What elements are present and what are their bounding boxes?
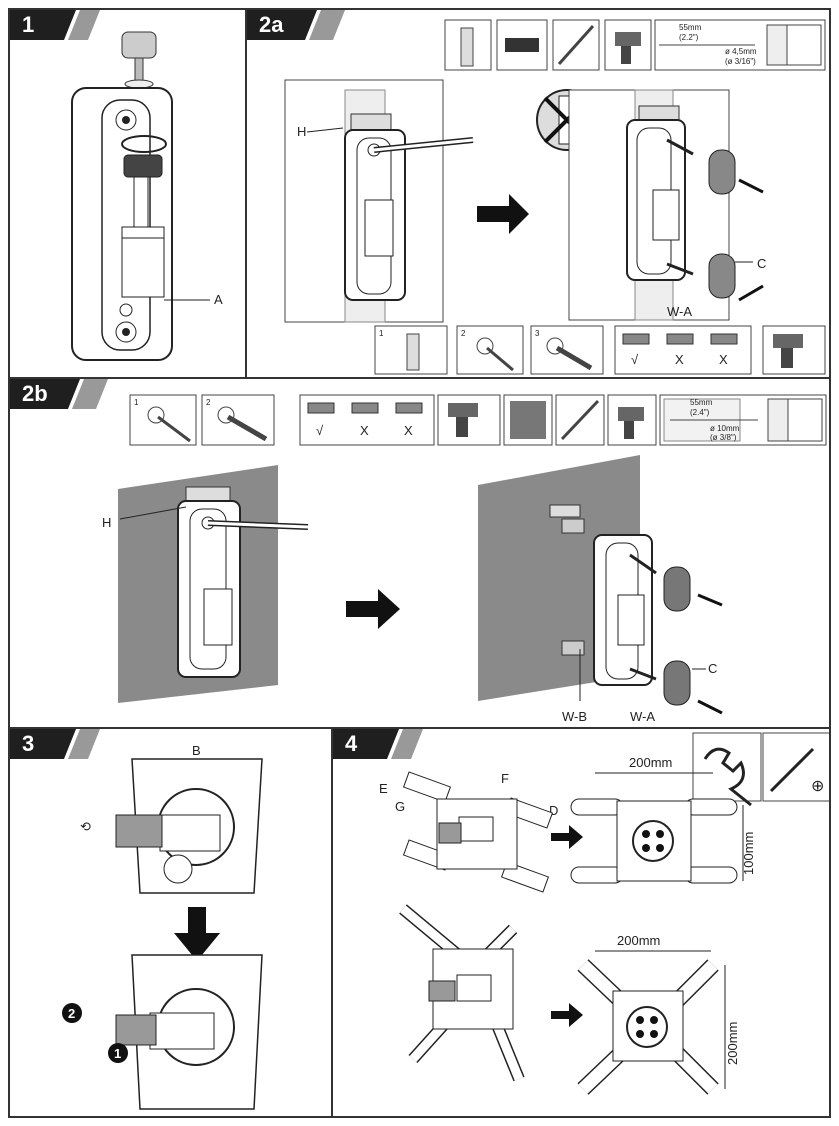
panel-step-1: 1 A	[8, 8, 247, 379]
tension-knob-icon	[121, 31, 157, 89]
label-d: D	[549, 803, 558, 818]
sequence-strip-2b: 1 2 √ X X	[129, 394, 501, 446]
rotate-arrow-icon: ⟲	[80, 819, 91, 834]
exploded-assembly-100	[402, 771, 554, 893]
mount-plate-200	[577, 959, 719, 1095]
label-wa-2a: W-A	[667, 304, 692, 319]
panel-step-3: 3 B ⟲ 2 1	[8, 727, 333, 1118]
drill-dia-2b: ø 10mm	[710, 424, 740, 433]
step-1-number: 1	[22, 12, 35, 37]
level-bad-2-2a: X	[719, 352, 728, 367]
label-h-2b: H	[102, 515, 111, 530]
arrow-icon	[346, 589, 400, 629]
step-3-number: 3	[22, 731, 35, 756]
label-wa-2b: W-A	[630, 709, 655, 724]
sequence-strip-2a: 1 2 3 √ X X	[374, 325, 826, 375]
step-2a-number: 2a	[259, 12, 284, 37]
drill-dia-2a: ø 4,5mm	[725, 47, 757, 56]
step-3-tag: 3	[10, 729, 100, 759]
arrow-down-icon	[174, 907, 220, 961]
dim-bottom-height: 200mm	[725, 1022, 740, 1065]
seq-3-2a: 3	[535, 329, 540, 338]
step-2b-number: 2b	[22, 381, 48, 406]
mount-plate-100	[570, 798, 738, 884]
drill-depth-in-2a: (2.2")	[679, 33, 699, 42]
badge-1: 1	[114, 1046, 121, 1061]
arrow-icon	[477, 194, 529, 234]
badge-2: 2	[68, 1006, 75, 1021]
step-4-number: 4	[345, 731, 358, 756]
label-wb: W-B	[562, 709, 587, 724]
seq-1-2a: 1	[379, 329, 384, 338]
badge-2-icon: 2	[62, 1003, 82, 1023]
screwdriver-icon	[769, 747, 815, 793]
label-b: B	[192, 743, 201, 758]
arrow-icon	[551, 825, 583, 849]
step-4-tag: 4	[333, 729, 423, 759]
label-a: A	[214, 292, 223, 307]
label-g: G	[395, 799, 405, 814]
dim-bottom-width: 200mm	[617, 933, 660, 948]
panel-step-2b: 2b 1 2 √ X X	[8, 377, 831, 729]
wall-bracket-drawing: A	[71, 31, 223, 361]
drill-dia-in-2b: (ø 3/8")	[710, 433, 737, 442]
label-c-2a: C	[757, 256, 766, 271]
tool-strip-2a: 55mm (2.2") ø 4,5mm (ø 3/16")	[444, 19, 826, 71]
phillips-icon: ⊕	[811, 778, 824, 795]
step-2a-tag: 2a	[247, 10, 347, 40]
seq-2-2b: 2	[206, 398, 211, 407]
level-bad-1-2b: X	[360, 423, 369, 438]
dim-top-height: 100mm	[741, 832, 756, 875]
drill-depth-2a: 55mm	[679, 23, 702, 32]
seq-1-2b: 1	[134, 398, 139, 407]
level-ok-2a: √	[631, 352, 639, 367]
exploded-assembly-200	[399, 904, 525, 1082]
step-1-tag: 1	[10, 10, 100, 40]
drill-depth-2b: 55mm	[690, 398, 713, 407]
drill-depth-in-2b: (2.4")	[690, 408, 710, 417]
drill-dia-in-2a: (ø 3/16")	[725, 57, 756, 66]
level-ok-2b: √	[316, 423, 324, 438]
label-f: F	[501, 771, 509, 786]
level-bad-2-2b: X	[404, 423, 413, 438]
step-2b-tag: 2b	[10, 379, 110, 409]
arrow-icon	[551, 1003, 583, 1027]
label-e: E	[379, 781, 388, 796]
panel-step-2a: 2a 55mm (2.2") ø 4,5mm (ø 3/16")	[245, 8, 831, 379]
wrench-icon	[703, 747, 752, 807]
seq-2-2a: 2	[461, 329, 466, 338]
dim-top-width: 200mm	[629, 755, 672, 770]
label-h-2a: H	[297, 124, 306, 139]
level-bad-1-2a: X	[675, 352, 684, 367]
tool-strip-2b: 55mm (2.4") ø 10mm (ø 3/8")	[503, 394, 827, 446]
panel-step-4: 4 ⊕ E G F D 200mm	[331, 727, 831, 1118]
label-c-2b: C	[708, 661, 717, 676]
badge-1-icon: 1	[108, 1043, 128, 1063]
